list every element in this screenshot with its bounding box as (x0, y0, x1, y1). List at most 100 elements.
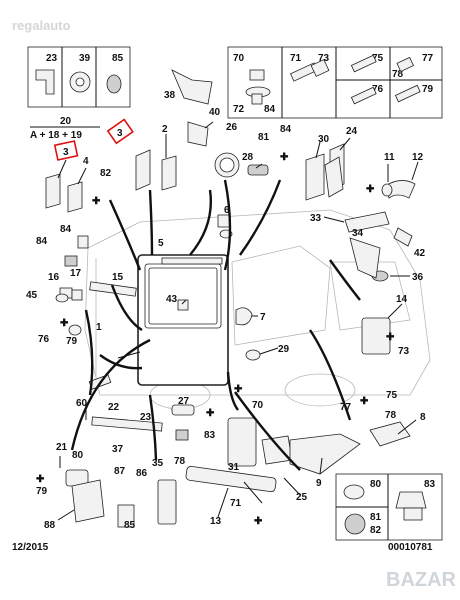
leader-lines (70, 179, 361, 471)
callout-30: 30 (318, 134, 330, 145)
callout-75: 75 (386, 390, 398, 401)
callout-45: 45 (26, 290, 38, 301)
callout-87: 85 (124, 520, 136, 531)
bush-6-icon (217, 214, 231, 228)
callout-23: 23 (140, 412, 152, 423)
callout-22: 22 (108, 402, 120, 413)
arm-8-icon (369, 421, 411, 447)
nut-83-icon (395, 491, 427, 509)
callout-43: 43 (166, 294, 178, 305)
van-outline (84, 209, 431, 410)
callout-24: 24 (346, 126, 358, 137)
plug-85-icon (106, 74, 122, 94)
arm-33-icon (344, 211, 390, 233)
highlight-box-right (106, 118, 134, 145)
hinge-3-icon (45, 173, 61, 209)
callout-33: 33 (310, 213, 322, 224)
footer-ref: 00010781 (388, 542, 433, 553)
callout-7: 7 (260, 312, 266, 323)
bracket-40-icon (187, 121, 209, 147)
callout-17: 17 (70, 268, 82, 279)
plate-2-icon (161, 155, 177, 191)
callout-82: 80 (72, 450, 84, 461)
carrier-9-icon (289, 433, 361, 475)
callout-31: 31 (228, 462, 240, 473)
callout-37: 37 (112, 444, 124, 455)
clip-23-icon (35, 69, 55, 95)
callout-36: 36 (412, 272, 424, 283)
pad-28-icon (247, 164, 269, 176)
box-label-83: 83 (424, 479, 436, 490)
lockwasher-81-icon (344, 513, 366, 535)
box-label-85: 85 (112, 53, 124, 64)
watermark-text: regalauto (12, 18, 71, 33)
callout-9: 9 (316, 478, 322, 489)
washer-45-icon (55, 293, 69, 303)
box-label-72: 72 (233, 104, 245, 115)
box-label-81: 81 (370, 512, 382, 523)
bracket-38-icon (171, 69, 213, 105)
cross-icon: ✚ (234, 384, 243, 395)
callout-34: 34 (352, 228, 364, 239)
thin-leaders (57, 121, 419, 521)
cross-markers: ✚ ✚ ✚ ✚ ✚ ✚ ✚ ✚ ✚ ✚ (36, 152, 395, 527)
handle-7-icon (235, 307, 253, 326)
hinge-30-icon (305, 153, 325, 201)
callout-86: 84 (36, 236, 48, 247)
callout-8: 8 (420, 412, 426, 423)
callout-25: 25 (296, 492, 308, 503)
lock-21-icon (157, 479, 177, 525)
pad-78-icon (175, 429, 189, 441)
cross-icon: ✚ (280, 152, 289, 163)
box-group-top-left: 23 39 85 (27, 46, 131, 108)
callout-84-a: 82 (100, 168, 112, 179)
box-label-79: 79 (422, 84, 434, 95)
callout-83: 81 (258, 132, 270, 143)
cross-icon: ✚ (92, 196, 101, 207)
box-label-39: 39 (79, 53, 91, 64)
bolt-76-icon (350, 86, 377, 105)
nut-77-icon (396, 56, 414, 73)
hinge-A-icon (71, 479, 105, 523)
callout-28: 28 (242, 152, 254, 163)
box-label-71: 71 (290, 53, 302, 64)
box-group-bottom-right: 80 81 82 83 (335, 473, 443, 541)
cross-icon: ✚ (36, 474, 45, 485)
stop-27-icon (171, 404, 195, 416)
footer-date: 12/2015 (12, 542, 49, 553)
cross-icon: ✚ (60, 318, 69, 329)
bolt-79-icon (394, 84, 421, 103)
callout-29: 29 (278, 344, 290, 355)
callout-73: 73 (398, 346, 410, 357)
callout-12: 12 (412, 152, 424, 163)
callout-19: 87 (114, 466, 126, 477)
ball-11-icon (381, 183, 393, 197)
callout-77: 77 (340, 402, 352, 413)
plug-81-icon (68, 324, 82, 336)
clip-87-icon (117, 504, 135, 528)
callout-84-b: 83 (204, 430, 216, 441)
pad-86-icon (64, 255, 78, 267)
cross-icon: ✚ (386, 332, 395, 343)
callout-3-right: 3 (117, 128, 123, 139)
plug-29-icon (245, 349, 261, 361)
box-label-78: 78 (392, 69, 404, 80)
callout-71: 71 (230, 498, 242, 509)
arm-25-icon (349, 237, 381, 279)
hinge-3b-icon (135, 149, 151, 191)
box-label-70: 70 (233, 53, 245, 64)
box-group-top-right: 70 71 73 75 77 78 72 84 76 79 (227, 46, 443, 119)
formula-expression: A + 18 + 19 (30, 130, 82, 141)
callout-14: 14 (396, 294, 408, 305)
nut-17-icon (71, 289, 83, 301)
box-label-82: 82 (370, 525, 382, 536)
callout-A: 88 (44, 520, 56, 531)
screw-70-icon (249, 69, 265, 81)
cross-icon: ✚ (206, 408, 215, 419)
box-label-23: 23 (46, 53, 58, 64)
rear-door (137, 254, 229, 386)
callout-78: 78 (174, 456, 186, 467)
callout-85: 84 (60, 224, 72, 235)
callout-5: 5 (158, 238, 164, 249)
